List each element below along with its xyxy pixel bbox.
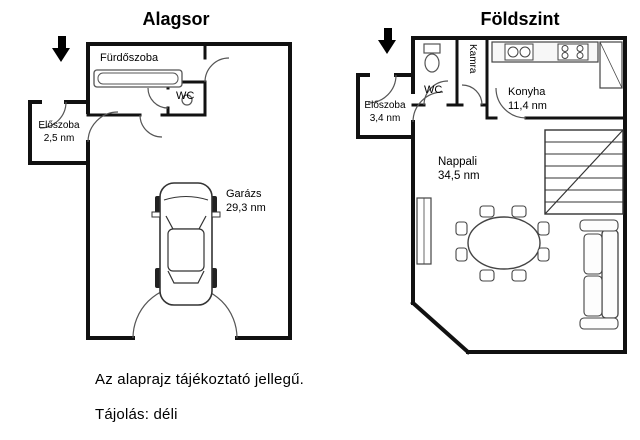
dining-chairs — [455, 205, 550, 282]
room-area: 2,5 nm — [43, 132, 75, 144]
room-label-nappali: Nappali 34,5 nm — [438, 155, 480, 184]
right-interior-walls — [411, 36, 627, 120]
right-plan — [356, 28, 627, 355]
left-plan — [28, 36, 292, 340]
sofa-icon — [579, 219, 619, 330]
toilet-icon — [423, 43, 441, 73]
sink-icon-kitchen — [504, 43, 534, 61]
room-name: Előszoba — [364, 100, 406, 111]
room-label-eloszoba-left: Előszoba 2,5 nm — [31, 120, 87, 145]
room-label-kamra: Kamra — [467, 44, 478, 74]
left-plan-title: Alagsor — [142, 9, 210, 29]
room-area: 34,5 nm — [438, 170, 480, 183]
right-outer-walls — [356, 36, 627, 355]
stove-icon — [557, 43, 589, 61]
orientation-text: Tájolás: déli — [95, 406, 178, 423]
room-name: Előszoba — [38, 120, 80, 131]
dining-table — [455, 205, 550, 282]
entrance-arrow-icon-left — [52, 36, 70, 62]
cabinet-icon — [416, 197, 432, 265]
room-label-wc-left: WC — [176, 90, 195, 102]
right-plan-title: Földszint — [480, 9, 560, 29]
left-outer-walls — [28, 42, 292, 340]
room-label-furdoszoba: Fürdőszoba — [100, 52, 159, 64]
room-label-garazs: Garázs 29,3 nm — [226, 188, 266, 216]
room-area: 29,3 nm — [226, 201, 266, 214]
room-label-eloszoba-right: Előszoba 3,4 nm — [359, 100, 411, 125]
room-area: 3,4 nm — [369, 112, 401, 124]
car-icon — [151, 182, 221, 306]
disclaimer-text: Az alaprajz tájékoztató jellegű. — [95, 371, 305, 388]
bathtub-icon — [93, 69, 183, 88]
sink-icon-left — [181, 94, 193, 106]
stairs — [544, 129, 624, 215]
entrance-arrow-icon-right — [378, 28, 396, 54]
kitchen-counter — [491, 41, 623, 89]
room-label-wc-right: WC — [424, 84, 443, 96]
right-door-arcs — [367, 74, 527, 123]
room-name: Nappali — [438, 156, 477, 168]
room-area: 11,4 nm — [508, 99, 547, 112]
room-name: Konyha — [508, 86, 546, 98]
room-name: Garázs — [226, 188, 262, 200]
room-label-konyha: Konyha 11,4 nm — [508, 86, 547, 114]
